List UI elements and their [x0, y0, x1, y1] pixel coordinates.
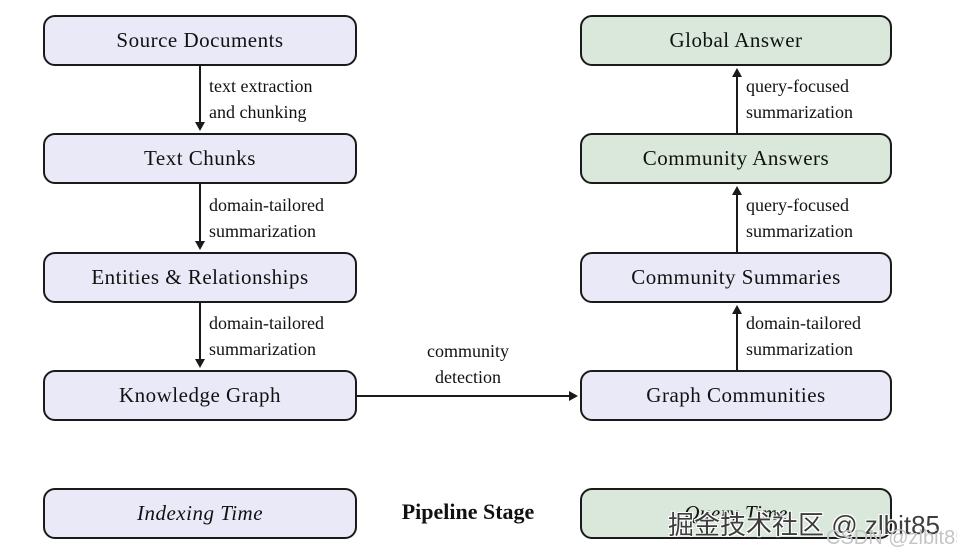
edge-chunks-to-entities-label: domain-tailored summarization [209, 195, 324, 241]
legend-query-time: Query Time [580, 488, 892, 539]
arrowhead-up-icon [732, 68, 742, 77]
edge-chunks-to-entities-line [199, 184, 201, 242]
arrowhead-up-icon [732, 186, 742, 195]
watermark-secondary: CSDN @zlbit85 [826, 527, 957, 549]
edge-answers-to-global-label: query-focused summarization [746, 76, 853, 122]
arrowhead-up-icon [732, 305, 742, 314]
node-community-summaries-label: Community Summaries [631, 265, 841, 289]
node-knowledge-graph: Knowledge Graph [43, 370, 357, 421]
edge-graph-to-communities-label: community detection [427, 341, 509, 387]
node-entities-relationships: Entities & Relationships [43, 252, 357, 303]
node-global-answer: Global Answer [580, 15, 892, 66]
node-source-documents-label: Source Documents [116, 28, 284, 52]
arrowhead-down-icon [195, 241, 205, 250]
edge-communities-to-summaries-label: domain-tailored summarization [746, 313, 861, 359]
node-knowledge-graph-label: Knowledge Graph [118, 383, 282, 407]
node-text-chunks: Text Chunks [43, 133, 357, 184]
edge-entities-to-graph-label: domain-tailored summarization [209, 313, 324, 359]
node-graph-communities: Graph Communities [580, 370, 892, 421]
legend-query-time-label: Query Time [684, 501, 788, 525]
legend-indexing-time: Indexing Time [43, 488, 357, 539]
node-source-documents: Source Documents [43, 15, 357, 66]
edge-source-to-chunks-line [199, 66, 201, 123]
node-community-summaries: Community Summaries [580, 252, 892, 303]
edge-communities-to-summaries-line [736, 312, 738, 370]
edge-answers-to-global-line [736, 75, 738, 133]
arrowhead-down-icon [195, 359, 205, 368]
node-global-answer-label: Global Answer [669, 28, 803, 52]
edge-entities-to-graph-line [199, 303, 201, 360]
edge-summaries-to-answers-label: query-focused summarization [746, 195, 853, 241]
legend-pipeline-stage: Pipeline Stage [401, 499, 535, 524]
node-community-answers: Community Answers [580, 133, 892, 184]
watermark-primary: 掘金技术社区 @ zlbit85 [668, 510, 940, 540]
edge-graph-to-communities-line [357, 395, 570, 397]
edge-source-to-chunks-label: text extraction and chunking [209, 76, 313, 122]
legend-indexing-time-label: Indexing Time [136, 501, 264, 525]
node-text-chunks-label: Text Chunks [144, 146, 256, 170]
edge-summaries-to-answers-line [736, 193, 738, 252]
node-graph-communities-label: Graph Communities [646, 383, 826, 407]
node-community-answers-label: Community Answers [642, 146, 830, 170]
arrowhead-right-icon [569, 391, 578, 401]
node-entities-relationships-label: Entities & Relationships [91, 265, 309, 289]
arrowhead-down-icon [195, 122, 205, 131]
